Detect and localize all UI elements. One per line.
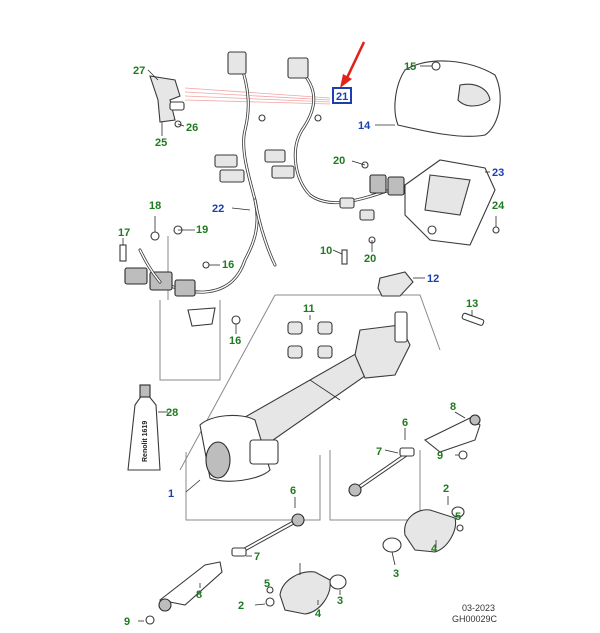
- harness-connector-cluster: [119, 216, 241, 334]
- callout-5-right: 5: [455, 511, 461, 523]
- pointer-arrow: [344, 41, 366, 81]
- callout-6-bottom: 6: [290, 485, 296, 497]
- callout-27: 27: [133, 65, 145, 77]
- tie-rod-left: [138, 497, 305, 625]
- wiring-harness-22: [158, 51, 405, 294]
- boot-right: [382, 496, 465, 566]
- callout-14: 14: [358, 120, 371, 132]
- bushings-11: [287, 315, 333, 359]
- callout-8-top: 8: [450, 401, 456, 413]
- callout-4-right: 4: [431, 543, 438, 555]
- callout-19: 19: [196, 224, 208, 236]
- callout-28: 28: [166, 407, 178, 419]
- callout-1: 1: [168, 488, 174, 500]
- callout-5-left: 5: [264, 578, 270, 590]
- highlight-callout-21: [332, 41, 366, 104]
- callout-16-top: 16: [222, 259, 234, 271]
- tube-label: Renolit 1619: [142, 421, 149, 462]
- callout-13: 13: [466, 298, 478, 310]
- grouping-frame: [159, 236, 441, 521]
- callout-17: 17: [118, 227, 130, 239]
- mounting-parts-10-12-13: [332, 249, 485, 326]
- pointer-arrow-head: [340, 74, 352, 88]
- bracket-assembly-25: [147, 69, 185, 136]
- callout-9-bottom: 9: [124, 616, 130, 628]
- callout-20-bottom: 20: [364, 253, 376, 265]
- tie-rod-right: [348, 411, 481, 497]
- steering-rack-1: [185, 311, 411, 493]
- callout-labels: 27 25 26 21 15 14 20 23 22 18 17 19 24 1…: [118, 61, 505, 628]
- callout-6-top: 6: [402, 417, 408, 429]
- callout-18: 18: [149, 200, 161, 212]
- callout-26: 26: [186, 122, 198, 134]
- boot-left: [254, 563, 347, 615]
- callout-9-top: 9: [437, 450, 443, 462]
- callout-8-bottom: 8: [196, 589, 202, 601]
- callout-2-left: 2: [238, 600, 244, 612]
- callout-20-top: 20: [333, 155, 345, 167]
- callout-25: 25: [155, 137, 167, 149]
- reference-lines: [184, 87, 331, 105]
- heat-shield-14: [375, 60, 501, 137]
- highlight-box: [332, 87, 352, 104]
- callout-12: 12: [427, 273, 439, 285]
- callout-3-right: 3: [393, 568, 399, 580]
- callout-23: 23: [492, 167, 504, 179]
- diagram-code: GH00029C: [452, 614, 498, 624]
- callout-21: 21: [336, 91, 348, 103]
- callout-22: 22: [212, 203, 224, 215]
- diagram-footer: 03-2023 GH00029C: [452, 603, 498, 624]
- callout-11: 11: [303, 303, 315, 315]
- callout-4-left: 4: [315, 608, 322, 620]
- grease-tube-28: Renolit 1619: [127, 384, 168, 471]
- cover-23: [404, 159, 500, 246]
- diagram-date: 03-2023: [462, 603, 495, 613]
- callout-15: 15: [404, 61, 416, 73]
- callout-16-bottom: 16: [229, 335, 241, 347]
- callout-10: 10: [320, 245, 332, 257]
- callout-24: 24: [492, 200, 505, 212]
- callout-3-left: 3: [337, 595, 343, 607]
- callout-7-bottom: 7: [254, 551, 260, 563]
- callout-2-right: 2: [443, 483, 449, 495]
- callout-7-top: 7: [376, 446, 382, 458]
